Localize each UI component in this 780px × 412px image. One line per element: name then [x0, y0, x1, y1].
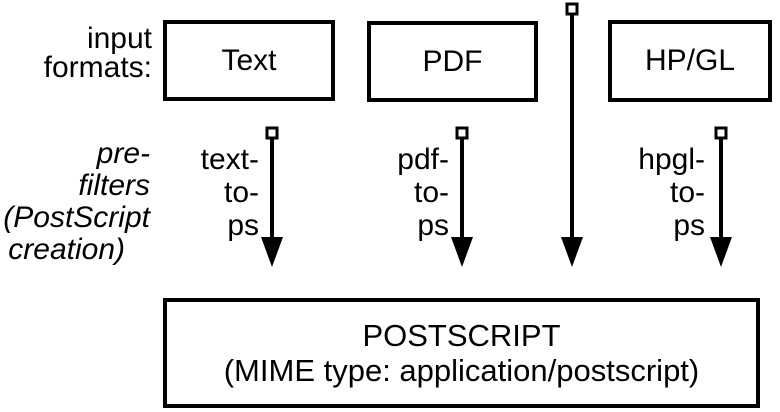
pdftops-line2: to-	[413, 176, 449, 209]
texttops-arrow	[261, 126, 283, 267]
arrow-handle-icon	[455, 126, 469, 140]
prefilters-label: pre- filters (PostScript creation)	[0, 138, 150, 266]
postscript-output-box: POSTSCRIPT (MIME type: application/posts…	[163, 298, 760, 408]
input-formats-label: input formats:	[20, 22, 152, 84]
arrowhead-icon	[451, 237, 473, 267]
pdftops-line1: pdf-	[397, 143, 449, 176]
hpgl-format-box: HP/GL	[608, 20, 772, 102]
postscript-mime-type: (MIME type: application/postscript)	[223, 353, 700, 388]
pdftops-filter-label: pdf- to- ps	[329, 143, 449, 242]
hpgltops-line1: hpgl-	[638, 143, 705, 176]
pdf-format-box: PDF	[367, 21, 538, 102]
pdftops-line3: ps	[417, 209, 449, 242]
texttops-line1: text-	[200, 143, 259, 176]
prefilters-line2: filters	[78, 169, 150, 202]
arrow-handle-icon	[565, 2, 579, 16]
input-formats-line2: formats:	[43, 51, 152, 84]
text-format-label: Text	[221, 43, 277, 77]
arrow-handle-icon	[714, 126, 728, 140]
direct-postscript-arrow	[561, 2, 583, 267]
prefilters-line1: pre-	[96, 137, 150, 170]
text-format-box: Text	[163, 20, 335, 101]
texttops-line2: to-	[223, 176, 259, 209]
arrowhead-icon	[261, 237, 283, 267]
arrow-handle-icon	[265, 126, 279, 140]
pdf-format-label: PDF	[422, 44, 483, 78]
hpgltops-arrow	[710, 126, 732, 267]
hpgltops-line3: ps	[673, 209, 705, 242]
pdftops-arrow	[451, 126, 473, 267]
input-formats-line1: input	[86, 22, 152, 55]
texttops-filter-label: text- to- ps	[139, 143, 259, 242]
arrowhead-icon	[710, 237, 732, 267]
prefilters-line4: creation)	[8, 233, 125, 266]
hpgl-format-label: HP/GL	[644, 44, 736, 77]
texttops-line3: ps	[227, 209, 259, 242]
prefilters-line3: (PostScript	[3, 201, 150, 234]
arrowhead-icon	[561, 237, 583, 267]
hpgltops-filter-label: hpgl- to- ps	[585, 143, 705, 242]
postscript-title: POSTSCRIPT	[362, 318, 561, 353]
hpgltops-line2: to-	[669, 176, 705, 209]
